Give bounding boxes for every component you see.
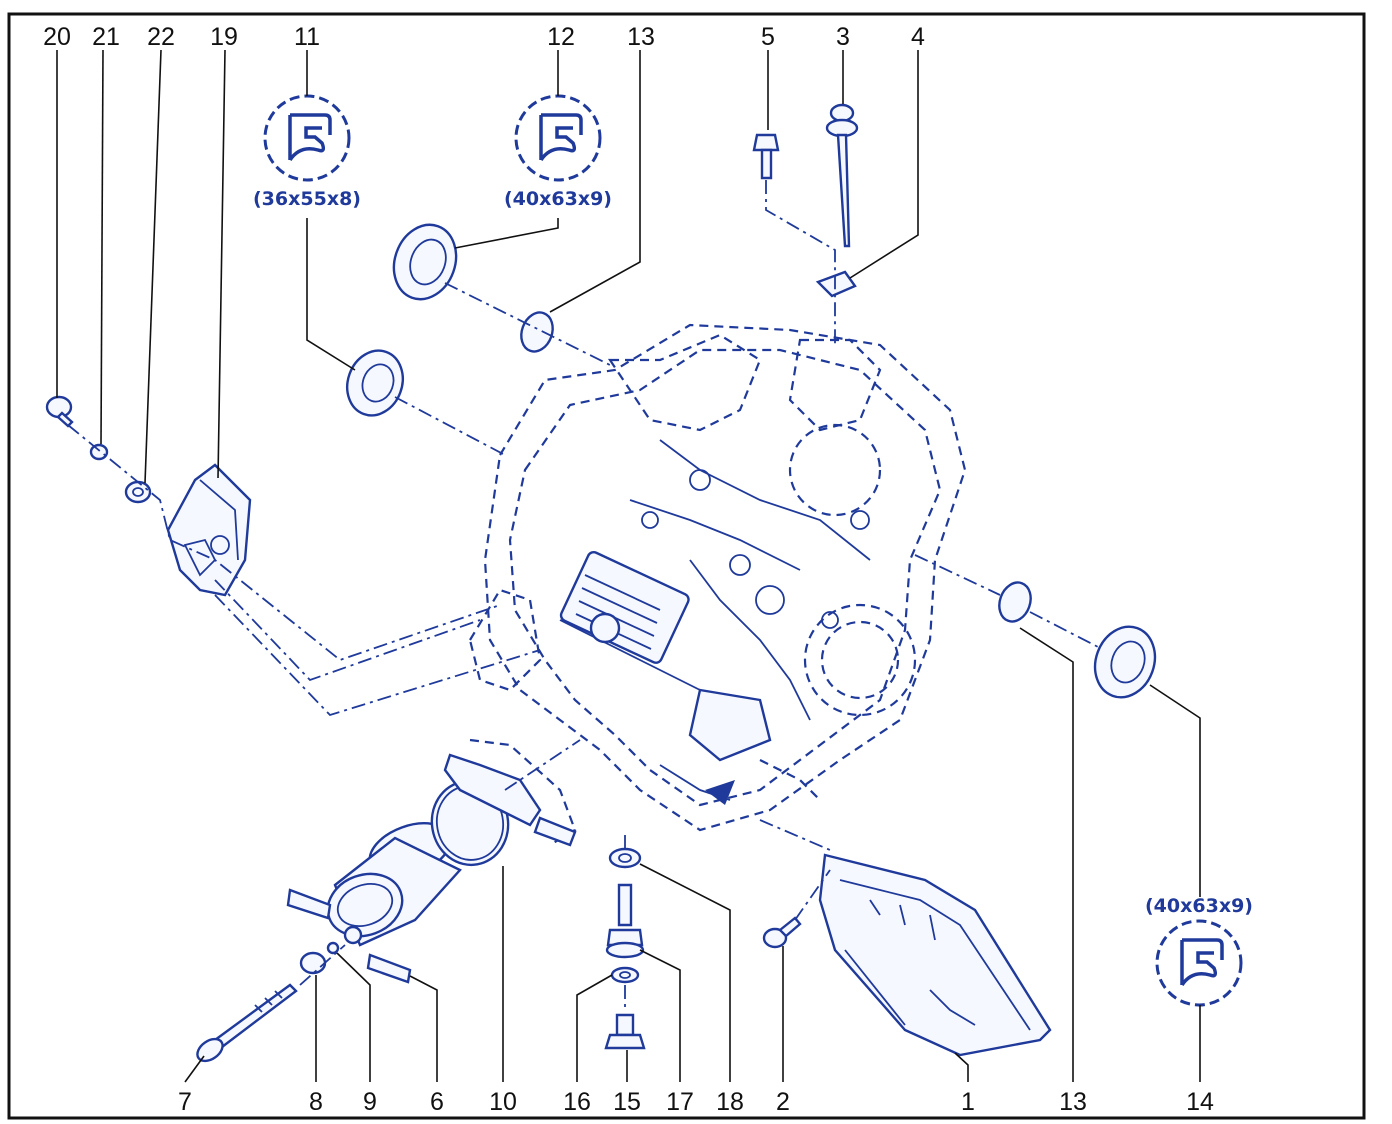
callout-20: 20 xyxy=(43,23,71,51)
seal-size-11: (36x55x8) xyxy=(253,188,361,210)
seal-detail-12 xyxy=(514,94,602,182)
seal-11-part xyxy=(346,349,404,417)
o-ring-9 xyxy=(326,941,340,955)
drain-plug-assembly xyxy=(604,847,646,1050)
callout-5: 5 xyxy=(761,23,775,51)
callout-22: 22 xyxy=(147,23,175,51)
washer-21 xyxy=(89,443,109,461)
oil-seal-icon xyxy=(1180,938,1224,987)
assembly-axes xyxy=(67,180,1101,1012)
o-ring-13-lower xyxy=(998,581,1032,623)
callout-14: 14 xyxy=(1186,1088,1214,1116)
callout-7: 7 xyxy=(178,1088,192,1116)
o-ring-13-upper xyxy=(520,311,554,353)
oil-seal-icon xyxy=(288,113,332,162)
callout-21: 21 xyxy=(92,23,120,51)
pipe-connector xyxy=(443,738,577,847)
callout-10: 10 xyxy=(489,1088,517,1116)
seal-14-part xyxy=(1093,625,1157,699)
callout-11: 11 xyxy=(294,23,320,51)
transmission-housing xyxy=(468,323,967,832)
callout-18: 18 xyxy=(716,1088,744,1116)
dipstick-3 xyxy=(825,103,859,248)
callout-19: 19 xyxy=(210,23,238,51)
leader-lines xyxy=(56,49,1201,1083)
seal-detail-14 xyxy=(1155,919,1243,1007)
bolt-20 xyxy=(45,395,74,428)
callout-15: 15 xyxy=(613,1088,641,1116)
callout-13-top: 13 xyxy=(627,23,655,51)
callout-1: 1 xyxy=(961,1088,975,1116)
callout-8: 8 xyxy=(309,1088,323,1116)
bolt-2 xyxy=(762,916,802,949)
callout-16: 16 xyxy=(563,1088,591,1116)
callout-numbers: 20 21 22 19 11 12 13 5 3 4 7 8 9 6 10 16… xyxy=(43,23,1214,1116)
callout-13-bottom: 13 xyxy=(1059,1088,1087,1116)
oil-seal-icon xyxy=(539,113,583,162)
bolt-5 xyxy=(752,133,780,180)
mount-bracket-19 xyxy=(166,463,252,597)
seal-12-part xyxy=(392,223,458,301)
bolt-7 xyxy=(196,983,298,1063)
callout-3: 3 xyxy=(836,23,850,51)
callout-12: 12 xyxy=(547,23,575,51)
seal-detail-11 xyxy=(263,94,351,182)
circlip-8 xyxy=(299,951,327,975)
callout-2: 2 xyxy=(776,1088,790,1116)
callout-17: 17 xyxy=(666,1088,694,1116)
oil-cooler xyxy=(286,822,462,984)
callout-6: 6 xyxy=(430,1088,444,1116)
callout-4: 4 xyxy=(911,23,925,51)
oil-pan xyxy=(818,853,1052,1057)
callout-9: 9 xyxy=(363,1088,377,1116)
seal-size-12: (40x63x9) xyxy=(504,188,612,210)
seal-size-14: (40x63x9) xyxy=(1145,895,1253,917)
bracket-4 xyxy=(815,270,857,298)
nut-22 xyxy=(124,480,152,504)
